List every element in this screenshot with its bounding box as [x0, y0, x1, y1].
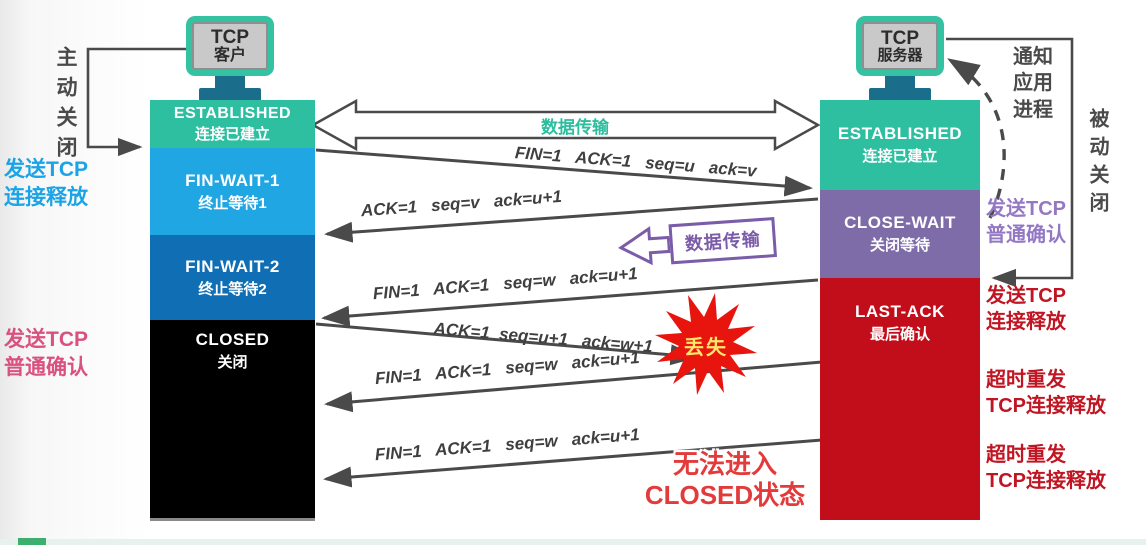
- ack-arrow-lost: [315, 322, 699, 366]
- data-transfer-mid-label: 数据传输: [668, 217, 778, 265]
- server-send-ack-label: 发送TCP 普通确认: [986, 198, 1066, 247]
- client-state-fin-wait-2: FIN-WAIT-2 终止等待2: [150, 235, 315, 320]
- server-retransmit-label-1: 超时重发 TCP连接释放: [986, 369, 1106, 418]
- server-computer: TCP 服务器: [856, 16, 944, 101]
- passive-close-bracket: [946, 37, 1074, 288]
- cannot-enter-closed-label: 无法进入 CLOSED状态: [644, 449, 806, 510]
- client-state-fin-wait-1: FIN-WAIT-1 终止等待1: [150, 148, 315, 235]
- client-computer: TCP 客户: [186, 16, 274, 101]
- data-transfer-top-label: 数据传输: [541, 118, 609, 137]
- server-state-established: ESTABLISHED 连接已建立: [820, 100, 980, 190]
- notify-app-label: 通知 应用 进程: [1013, 46, 1053, 121]
- client-state-established: ESTABLISHED 连接已建立: [150, 100, 315, 148]
- lost-starburst: [655, 293, 757, 395]
- server-label-line1: TCP: [881, 27, 919, 49]
- ack-arrow-1: [324, 197, 819, 243]
- bottom-green-chip: [18, 538, 46, 545]
- data-transfer-mid-callout: 数据传输: [616, 214, 778, 271]
- client-monitor-icon: TCP 客户: [186, 16, 274, 76]
- lost-label: 丢失: [684, 337, 728, 359]
- server-monitor-icon: TCP 服务器: [856, 16, 944, 76]
- active-close-bracket: [86, 47, 196, 157]
- notify-app-dashed-arrow: [947, 58, 1006, 219]
- server-state-close-wait: CLOSE-WAIT 关闭等待: [820, 190, 980, 278]
- client-send-ack-label: 发送TCP 普通确认: [4, 328, 88, 379]
- client-label-line1: TCP: [211, 27, 249, 49]
- client-state-closed: CLOSED 关闭: [150, 320, 315, 521]
- data-transfer-double-arrow: [310, 98, 821, 152]
- client-monitor-stand: [215, 76, 245, 88]
- server-label-line2: 服务器: [877, 47, 923, 65]
- fin-retransmit-arrow-2: [323, 438, 823, 488]
- server-state-last-ack: LAST-ACK 最后确认: [820, 278, 980, 520]
- server-retransmit-label-2: 超时重发 TCP连接释放: [986, 444, 1106, 493]
- client-label-line2: 客户: [213, 46, 246, 64]
- left-arrow-icon: [618, 226, 671, 266]
- fin-arrow-2: [321, 278, 819, 327]
- server-send-release-label: 发送TCP 连接释放: [986, 285, 1066, 334]
- bottom-strip: [0, 539, 1146, 545]
- server-monitor-stand: [885, 76, 915, 88]
- active-close-label: 主动关闭: [54, 46, 77, 166]
- fin-arrow-1: [315, 148, 813, 197]
- client-send-release-label: 发送TCP 连接释放: [4, 158, 88, 209]
- passive-close-label: 被动关闭: [1086, 108, 1108, 220]
